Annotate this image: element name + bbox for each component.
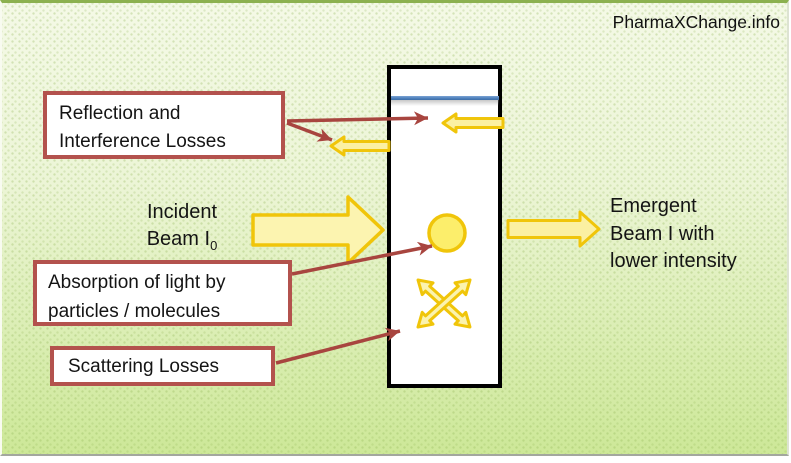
absorption-callout-line2: particles / molecules: [48, 301, 221, 322]
reflection-callout: Reflection and Interference Losses: [43, 91, 285, 159]
emergent-beam-label-line2: Beam I with: [610, 222, 715, 245]
scattering-callout: Scattering Losses: [50, 346, 275, 386]
emergent-beam-label-line1: Emergent: [610, 195, 697, 217]
cuvette: [387, 65, 502, 388]
emergent-beam-label: Emergent Beam I with lower intensity: [610, 193, 737, 276]
incident-beam-label-line1: Incident: [146, 201, 218, 223]
absorption-callout: Absorption of light by particles / molec…: [33, 260, 292, 326]
reflection-callout-line2: Interference Losses: [59, 131, 226, 152]
absorption-callout-line1: Absorption of light by: [48, 272, 226, 293]
emergent-beam-label-line3: lower intensity: [610, 250, 737, 272]
scattering-callout-label: Scattering Losses: [68, 356, 220, 377]
meniscus-shadow: [391, 100, 499, 106]
incident-beam-label-line2: Beam I0: [146, 228, 218, 253]
incident-beam-label: Incident Beam I0: [134, 199, 230, 259]
incident-beam-subscript: 0: [210, 238, 218, 253]
reflection-callout-line1: Reflection and: [59, 103, 181, 124]
watermark: PharmaXChange.info: [612, 12, 780, 32]
meniscus-line: [391, 96, 499, 100]
